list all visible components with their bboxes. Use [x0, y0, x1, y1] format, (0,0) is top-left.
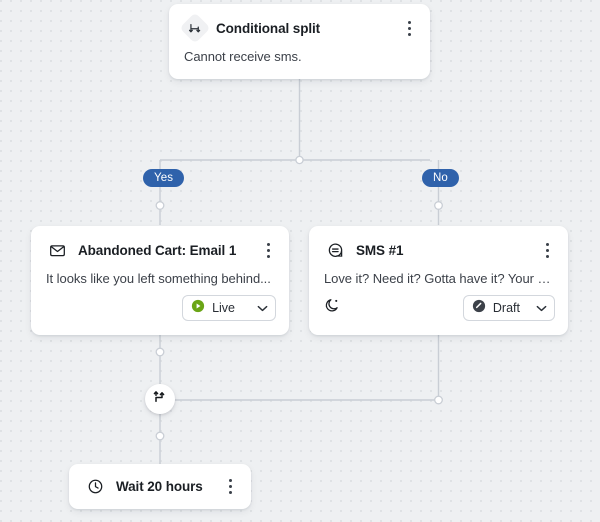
card-title: SMS #1 [356, 242, 404, 258]
status-label: Draft [492, 301, 520, 315]
card-header: SMS #1 [309, 226, 568, 261]
branch-badge-yes[interactable]: Yes [143, 169, 185, 187]
status-selector-draft[interactable]: Draft [462, 295, 555, 321]
more-options-button[interactable] [400, 17, 418, 39]
node-sms[interactable]: SMS #1 Love it? Need it? Gotta have it? … [309, 226, 568, 335]
more-options-button[interactable] [221, 475, 239, 497]
clock-icon [84, 475, 106, 497]
more-options-button[interactable] [538, 239, 556, 261]
card-description: Love it? Need it? Gotta have it? Your ca… [324, 271, 568, 286]
sms-bubble-icon [324, 239, 346, 261]
card-header: Abandoned Cart: Email 1 [31, 226, 289, 261]
node-email[interactable]: Abandoned Cart: Email 1 It looks like yo… [31, 226, 289, 335]
branch-badge-no[interactable]: No [422, 169, 459, 187]
card-header: Conditional split [169, 4, 430, 44]
card-footer: Draft [309, 286, 568, 334]
card-title: Abandoned Cart: Email 1 [78, 242, 237, 258]
footer-left-slot [324, 297, 463, 319]
status-selector-live[interactable]: Live [182, 295, 276, 321]
chevron-down-icon [257, 305, 268, 311]
card-footer: Live [31, 286, 289, 334]
draft-circle-icon [472, 299, 486, 318]
node-conditional-split[interactable]: Conditional split Cannot receive sms. [169, 4, 430, 79]
card-description: Cannot receive sms. [184, 49, 302, 64]
merge-node[interactable] [145, 384, 175, 414]
card-header: Wait 20 hours [69, 464, 251, 497]
merge-arrows-icon [153, 389, 168, 409]
split-icon [179, 12, 211, 44]
node-wait[interactable]: Wait 20 hours [69, 464, 251, 509]
status-label: Live [212, 301, 235, 315]
envelope-icon [46, 239, 68, 261]
card-title: Wait 20 hours [116, 478, 203, 494]
moon-icon [324, 297, 341, 319]
card-description: It looks like you left something behind.… [46, 271, 271, 286]
card-title: Conditional split [216, 20, 321, 36]
more-options-button[interactable] [259, 239, 277, 261]
chevron-down-icon [536, 305, 547, 311]
play-circle-icon [191, 299, 205, 318]
